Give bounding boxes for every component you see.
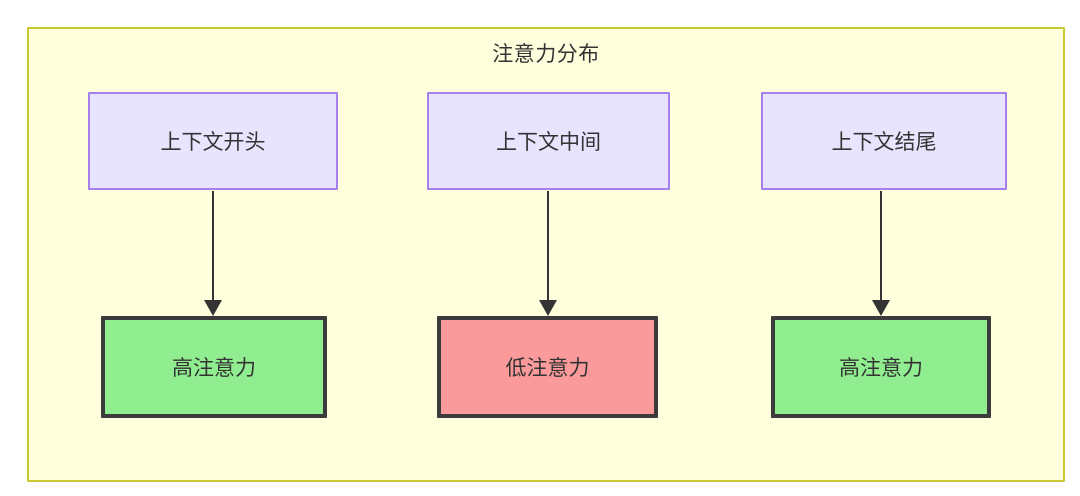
node-high-attention-end-label: 高注意力 — [839, 357, 923, 380]
node-high-attention-end[interactable]: 高注意力 — [771, 316, 991, 418]
node-high-attention-start[interactable]: 高注意力 — [101, 316, 327, 418]
node-context-start-label: 上下文开头 — [160, 131, 266, 154]
node-low-attention-middle-label: 低注意力 — [505, 357, 590, 380]
node-context-end-label: 上下文结尾 — [831, 131, 937, 154]
subgraph-title: 注意力分布 — [492, 43, 600, 66]
node-context-middle-label: 上下文中间 — [496, 131, 601, 154]
node-context-middle[interactable]: 上下文中间 — [427, 92, 670, 190]
node-context-start[interactable]: 上下文开头 — [88, 92, 338, 190]
node-high-attention-start-label: 高注意力 — [172, 357, 256, 380]
node-context-end[interactable]: 上下文结尾 — [761, 92, 1007, 190]
node-low-attention-middle[interactable]: 低注意力 — [437, 316, 658, 418]
